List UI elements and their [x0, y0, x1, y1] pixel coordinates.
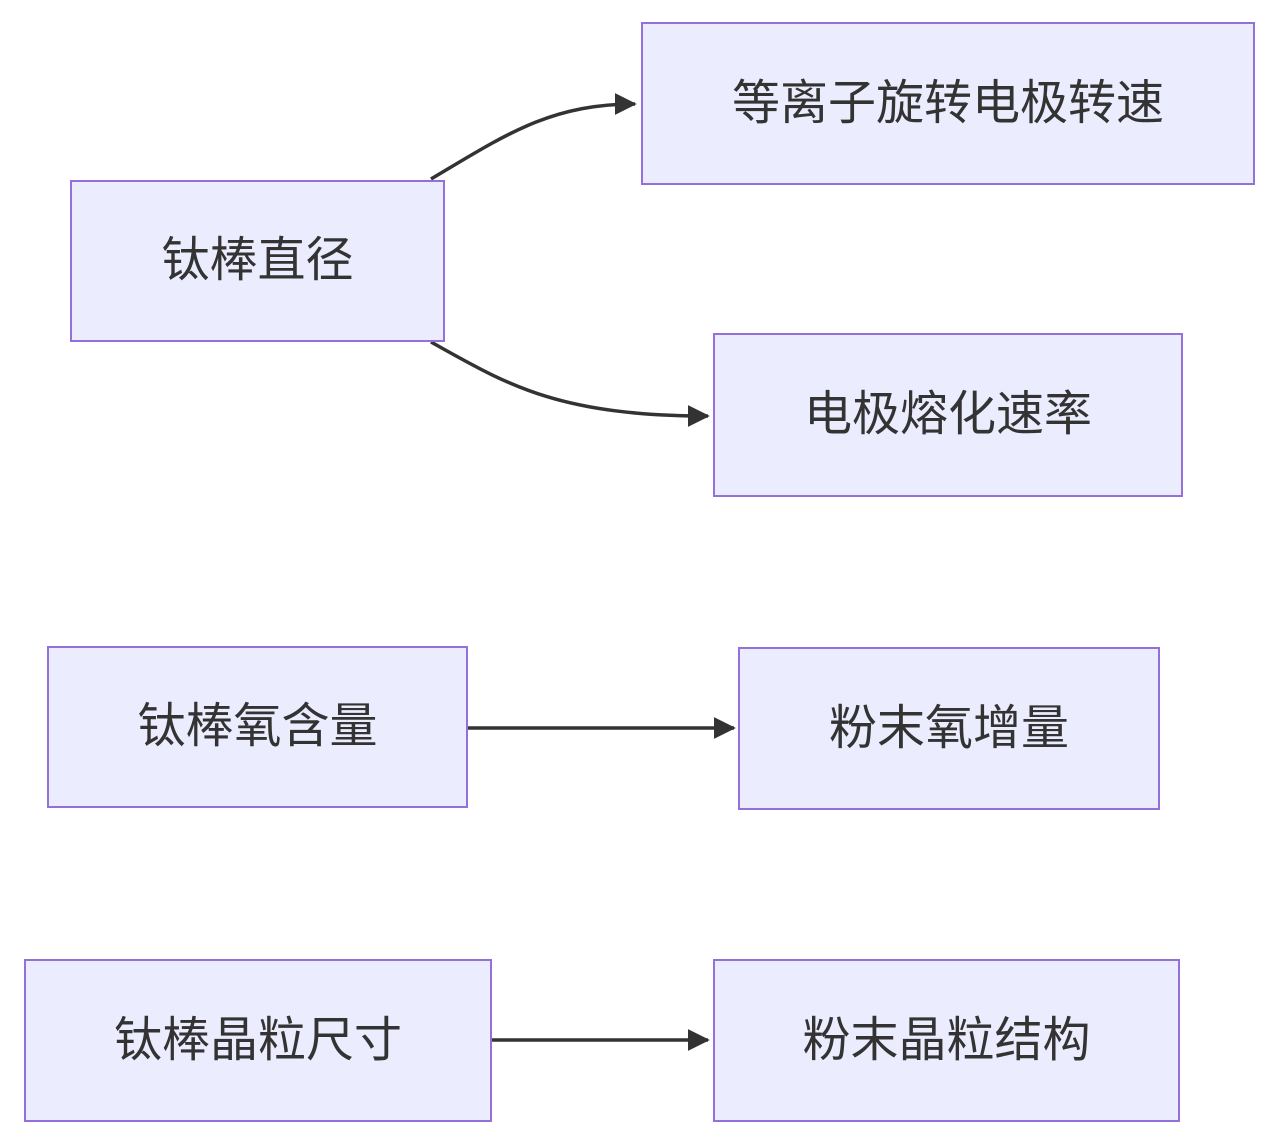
- node-label: 粉末氧增量: [828, 701, 1069, 755]
- node-electrode-rotation-speed: 等离子旋转电极转速: [641, 22, 1255, 185]
- node-powder-oxygen-pickup: 粉末氧增量: [738, 647, 1160, 810]
- edge-rod-diameter-to-melt-rate: [430, 340, 710, 427]
- node-powder-grain-structure: 粉末晶粒结构: [713, 959, 1180, 1122]
- node-label: 钛棒直径: [161, 234, 354, 288]
- node-label: 钛棒氧含量: [137, 700, 378, 754]
- node-rod-diameter: 钛棒直径: [70, 180, 445, 342]
- node-label: 等离子旋转电极转速: [731, 76, 1164, 130]
- node-label: 粉末晶粒结构: [802, 1013, 1091, 1067]
- node-rod-grain-size: 钛棒晶粒尺寸: [24, 959, 492, 1122]
- node-rod-oxygen-content: 钛棒氧含量: [47, 646, 468, 808]
- node-label: 电极熔化速率: [803, 388, 1092, 442]
- edge-rod-diameter-to-electrode-speed: [430, 93, 637, 181]
- node-electrode-melt-rate: 电极熔化速率: [713, 333, 1183, 497]
- node-label: 钛棒晶粒尺寸: [113, 1013, 402, 1067]
